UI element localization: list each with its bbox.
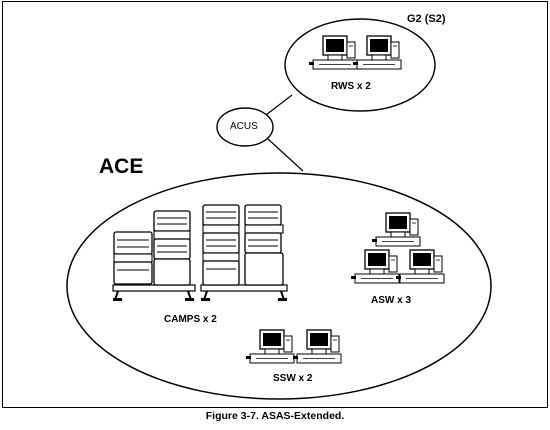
camps-equipment-rack-icon: [200, 204, 288, 301]
g2-label: G2 (S2): [407, 13, 446, 25]
camps-label: CAMPS x 2: [164, 314, 217, 325]
ssw-label: SSW x 2: [273, 373, 313, 384]
asas-extended-diagram: [66, 18, 492, 400]
connector-acus-g2: [261, 94, 293, 119]
acus-label: ACUS: [230, 121, 258, 132]
rws-label: RWS x 2: [331, 81, 371, 92]
asw-workstation-icon: [395, 249, 445, 284]
asw-workstation-icon: [371, 212, 421, 247]
figure-frame: [2, 1, 548, 408]
asw-workstation-icon: [350, 249, 400, 284]
g2-ellipse: [284, 18, 436, 112]
ssw-workstation-icon: [245, 329, 295, 364]
camps-equipment-rack-icon: [112, 210, 196, 301]
ssw-workstation-icon: [292, 329, 342, 364]
ace-ellipse: [66, 172, 492, 400]
asw-label: ASW x 3: [371, 295, 412, 306]
rws-workstation-icon: [352, 35, 402, 70]
ace-label: ACE: [99, 155, 144, 178]
rws-workstation-icon: [308, 35, 358, 70]
acus-ellipse: [216, 107, 274, 147]
connector-acus-ace: [267, 138, 304, 172]
figure-caption: Figure 3-7. ASAS-Extended.: [205, 410, 345, 422]
